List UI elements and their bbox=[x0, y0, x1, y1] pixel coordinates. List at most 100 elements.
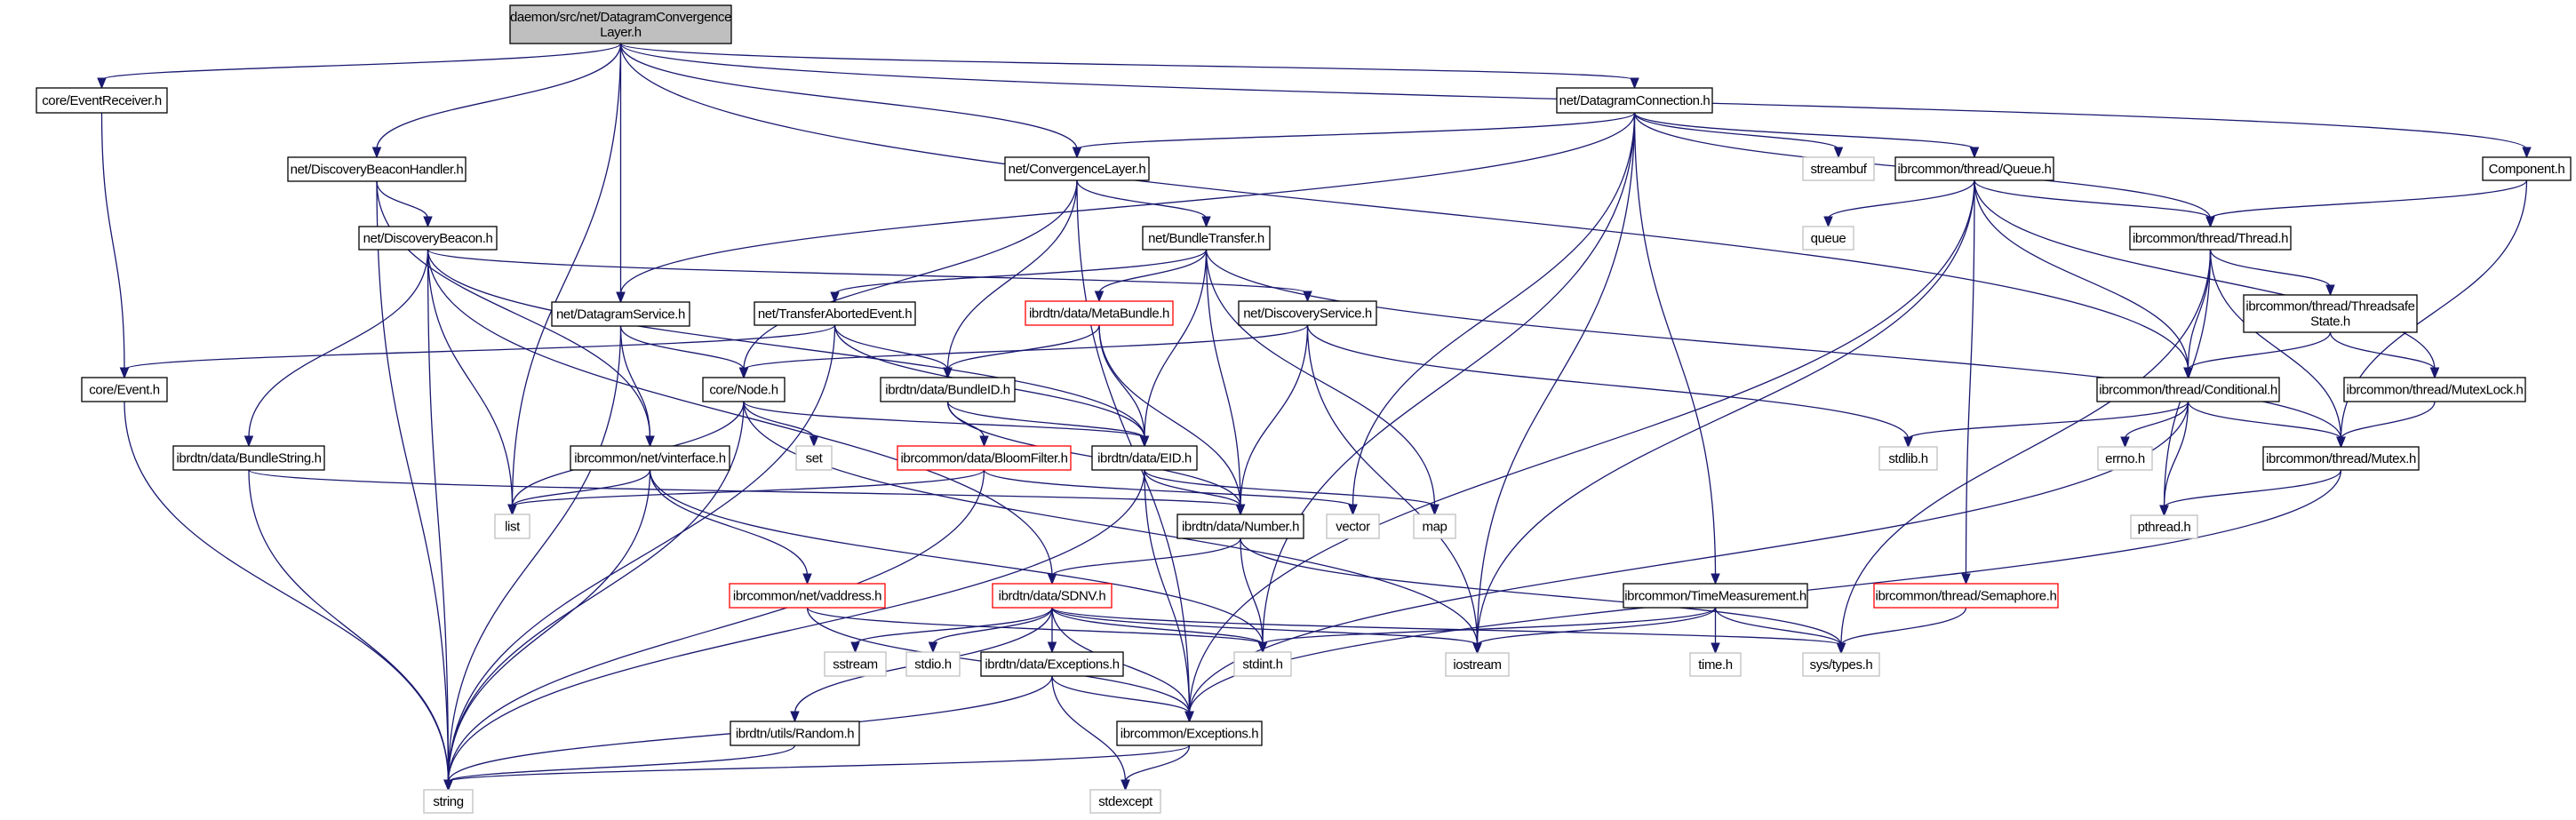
node-box bbox=[2129, 226, 2292, 251]
arrowhead-icon bbox=[1711, 642, 1720, 655]
edge-dgconn-to-convlayer bbox=[1072, 112, 1636, 159]
node-box bbox=[1326, 513, 1380, 539]
node-box bbox=[2097, 446, 2153, 471]
node-metabundle[interactable]: ibrdtn/data/MetaBundle.h bbox=[1025, 300, 1174, 326]
arrowhead-icon bbox=[1903, 436, 1913, 449]
node-tabort[interactable]: net/TransferAbortedEvent.h bbox=[754, 301, 916, 326]
node-conditional[interactable]: ibrcommon/thread/Conditional.h bbox=[2096, 377, 2280, 402]
node-label: ibrcommon/net/vaddress.h bbox=[733, 589, 881, 604]
node-box bbox=[1142, 226, 1271, 251]
node-thread[interactable]: ibrcommon/thread/Thread.h bbox=[2129, 226, 2292, 251]
node-cexceptions[interactable]: ibrcommon/Exceptions.h bbox=[1116, 720, 1263, 746]
node-event[interactable]: core/Event.h bbox=[81, 377, 168, 402]
edge-btransfer-to-map bbox=[1205, 249, 1440, 516]
node-random[interactable]: ibrdtn/utils/Random.h bbox=[730, 720, 860, 746]
node-dbeacon[interactable]: net/DiscoveryBeacon.h bbox=[358, 226, 498, 251]
arrowhead-icon bbox=[809, 435, 819, 448]
node-dbhandler[interactable]: net/DiscoveryBeaconHandler.h bbox=[287, 156, 467, 182]
node-vinterface[interactable]: ibrcommon/net/vinterface.h bbox=[570, 445, 730, 471]
edge-tsstate-to-mutexlock bbox=[2329, 331, 2440, 379]
node-sstream: sstream bbox=[824, 651, 887, 677]
edge-dgconn-to-streambuf bbox=[1633, 112, 1844, 159]
node-semaphore[interactable]: ibrcommon/thread/Semaphore.h bbox=[1873, 583, 2059, 609]
edge-dgservice-to-vinterface bbox=[619, 325, 655, 448]
edges-layer bbox=[97, 43, 2532, 792]
arrowhead-icon bbox=[1823, 216, 1833, 228]
arrowhead-icon bbox=[1348, 504, 1358, 516]
node-box bbox=[494, 513, 530, 539]
node-label: net/TransferAbortedEvent.h bbox=[758, 307, 912, 322]
node-component[interactable]: Component.h bbox=[2482, 156, 2572, 181]
node-timeh: time.h bbox=[1689, 652, 1742, 677]
node-node[interactable]: core/Node.h bbox=[702, 377, 786, 402]
arrowhead-icon bbox=[1472, 642, 1482, 655]
node-label: ibrdtn/data/Exceptions.h bbox=[985, 657, 1119, 673]
node-box bbox=[1556, 87, 1713, 114]
node-dgconn[interactable]: net/DatagramConnection.h bbox=[1556, 87, 1713, 114]
node-label: ibrcommon/thread/Conditional.h bbox=[2099, 383, 2277, 398]
edge-dservice-to-number bbox=[1235, 324, 1309, 516]
node-queue: queue bbox=[1802, 226, 1854, 251]
edge-dservice-to-iostream bbox=[1306, 324, 1482, 655]
node-queueh[interactable]: ibrcommon/thread/Queue.h bbox=[1894, 156, 2054, 181]
edge-mutex-to-pthread bbox=[2159, 469, 2342, 517]
node-bloom[interactable]: ibrcommon/data/BloomFilter.h bbox=[897, 445, 1072, 471]
arrowhead-icon bbox=[850, 641, 860, 654]
node-label: daemon/src/net/DatagramConvergence bbox=[510, 10, 731, 25]
node-box bbox=[1238, 300, 1377, 326]
edge-root-to-list bbox=[507, 43, 622, 516]
node-label: queue bbox=[1811, 231, 1846, 246]
node-mutexlock[interactable]: ibrcommon/thread/MutexLock.h bbox=[2343, 377, 2526, 402]
node-label: ibrcommon/TimeMeasurement.h bbox=[1624, 589, 1806, 604]
node-mutex[interactable]: ibrcommon/thread/Mutex.h bbox=[2262, 446, 2420, 471]
node-bundlestring[interactable]: ibrdtn/data/BundleString.h bbox=[172, 445, 325, 471]
node-dgservice[interactable]: net/DatagramService.h bbox=[551, 301, 690, 327]
edge-dservice-to-stdlib bbox=[1306, 324, 1913, 449]
node-vector: vector bbox=[1326, 513, 1380, 539]
node-box bbox=[795, 445, 833, 471]
edge-cexceptions-to-string bbox=[443, 744, 1191, 792]
arrowhead-icon bbox=[1833, 147, 1844, 159]
node-label: string bbox=[433, 794, 463, 809]
node-convlayer[interactable]: net/ConvergenceLayer.h bbox=[1004, 156, 1150, 181]
node-dservice[interactable]: net/DiscoveryService.h bbox=[1238, 300, 1377, 326]
edge-dbeacon-to-dservice bbox=[427, 249, 1312, 303]
node-bundleid[interactable]: ibrdtn/data/BundleID.h bbox=[880, 377, 1016, 402]
edge-number-to-sdnv bbox=[1047, 537, 1241, 585]
arrowhead-icon bbox=[738, 367, 749, 379]
node-btransfer[interactable]: net/BundleTransfer.h bbox=[1142, 226, 1271, 251]
edge-timemeas-to-stdint bbox=[1257, 607, 1717, 654]
node-set: set bbox=[795, 445, 833, 471]
arrowhead-icon bbox=[928, 641, 938, 654]
node-label: vector bbox=[1336, 520, 1370, 535]
node-box bbox=[1802, 226, 1854, 251]
node-label: net/BundleTransfer.h bbox=[1148, 231, 1264, 246]
arrowhead-icon bbox=[97, 77, 107, 90]
node-number[interactable]: ibrdtn/data/Number.h bbox=[1176, 513, 1304, 539]
edge-sdnv-to-iostream bbox=[1051, 607, 1482, 655]
edge-queueh-to-semaphore bbox=[1961, 179, 1975, 585]
node-vaddress[interactable]: ibrcommon/net/vaddress.h bbox=[729, 583, 886, 609]
node-label: ibrcommon/thread/Queue.h bbox=[1897, 162, 2051, 177]
arrowhead-icon bbox=[1969, 147, 1980, 159]
edge-root-to-dbhandler bbox=[371, 43, 622, 159]
arrowhead-icon bbox=[1047, 641, 1057, 654]
node-box bbox=[551, 301, 690, 327]
edge-queueh-to-thread bbox=[1974, 179, 2215, 228]
arrowhead-icon bbox=[790, 711, 800, 723]
node-eid[interactable]: ibrdtn/data/EID.h bbox=[1091, 445, 1198, 471]
edge-eid-to-number bbox=[1144, 469, 1246, 516]
node-box bbox=[1878, 446, 1938, 471]
node-sdnv[interactable]: ibrdtn/data/SDNV.h bbox=[992, 583, 1113, 609]
arrowhead-icon bbox=[119, 367, 130, 379]
node-box bbox=[423, 789, 474, 814]
node-dexceptions[interactable]: ibrdtn/data/Exceptions.h bbox=[980, 651, 1124, 677]
node-label: ibrcommon/net/vinterface.h bbox=[574, 451, 726, 466]
edge-bundleid-to-eid bbox=[946, 401, 1150, 448]
node-eventreceiver[interactable]: core/EventReceiver.h bbox=[36, 87, 168, 114]
node-timemeas[interactable]: ibrcommon/TimeMeasurement.h bbox=[1623, 583, 1808, 609]
node-label: Layer.h bbox=[600, 25, 641, 40]
node-root[interactable]: daemon/src/net/DatagramConvergenceLayer.… bbox=[509, 4, 732, 44]
